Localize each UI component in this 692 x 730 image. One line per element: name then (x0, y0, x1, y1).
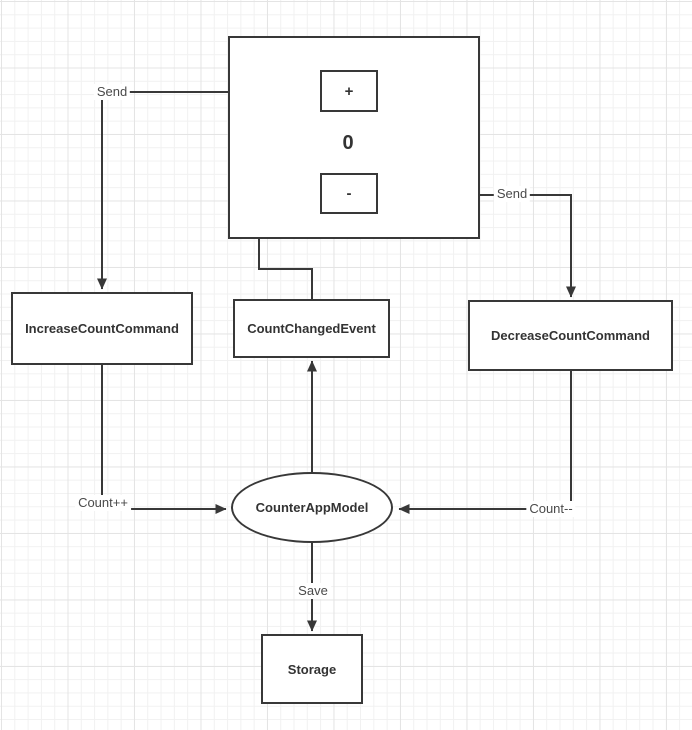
count-changed-event-node[interactable]: CountChangedEvent (233, 299, 390, 358)
increment-button-label: + (344, 82, 354, 100)
count-decrement-label[interactable]: Count-- (526, 501, 576, 517)
storage-label: Storage (287, 661, 337, 677)
decrease-count-command-node[interactable]: DecreaseCountCommand (468, 300, 673, 371)
counter-app-model-node[interactable]: CounterAppModel (231, 472, 393, 543)
increment-button[interactable]: + (320, 70, 378, 112)
decrement-button[interactable]: - (320, 173, 378, 214)
send-label-right[interactable]: Send (493, 186, 531, 202)
counter-display[interactable]: 0 (342, 131, 354, 154)
count-changed-event-label: CountChangedEvent (247, 321, 376, 336)
increase-count-command-label: IncreaseCountCommand (25, 321, 179, 336)
edge-increase-command-to-model[interactable] (101, 365, 227, 514)
send-label-left[interactable]: Send (93, 84, 131, 100)
save-label[interactable]: Save (295, 583, 331, 599)
decrease-count-command-label: DecreaseCountCommand (491, 328, 650, 343)
increase-count-command-node[interactable]: IncreaseCountCommand (11, 292, 193, 365)
decrement-button-label: - (346, 185, 352, 202)
storage-node[interactable]: Storage (261, 634, 363, 704)
counter-app-model-label: CounterAppModel (255, 500, 369, 515)
edge-decrease-command-to-model[interactable] (398, 371, 572, 514)
count-increment-label[interactable]: Count++ (75, 495, 131, 511)
